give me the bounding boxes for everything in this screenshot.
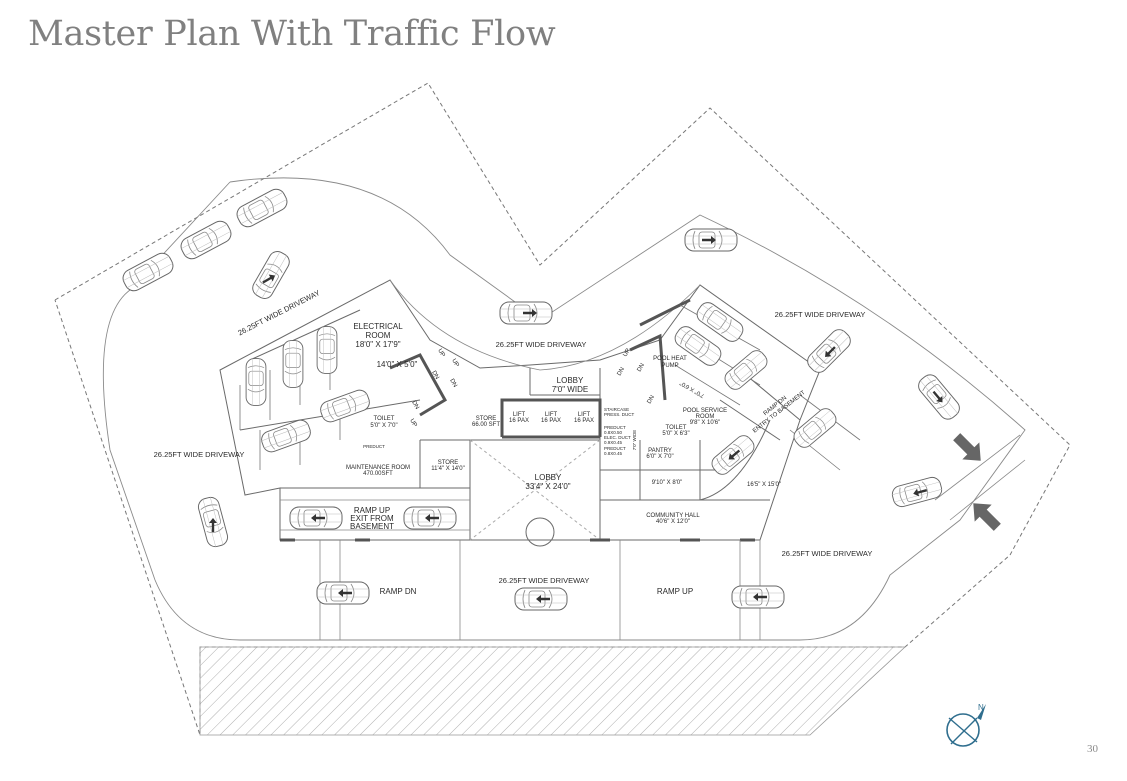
driveway-label: 26.25FT WIDE DRIVEWAY bbox=[154, 450, 245, 459]
pool-heat-pump-label: PUMP bbox=[661, 363, 678, 369]
pool-heat-pump-label: POOL HEAT bbox=[653, 356, 687, 362]
stair-dn-label: DN bbox=[617, 366, 627, 377]
staircase-label: PRESS. DUCT bbox=[604, 412, 635, 417]
ramp-label: RAMP UP bbox=[657, 587, 693, 596]
moving-car bbox=[196, 494, 230, 550]
stair-dn-label: DN bbox=[637, 362, 647, 373]
lobby-label: LOBBY bbox=[557, 376, 584, 385]
electrical-room-label: 18'0" X 17'9" bbox=[355, 340, 400, 349]
lift-label: 16 PAX bbox=[541, 418, 561, 424]
preduct-label: 0.9X0.45 bbox=[604, 440, 623, 445]
stair-dn-label: DN bbox=[448, 378, 458, 389]
preduct-label: ELEC. DUCT bbox=[604, 435, 631, 440]
staircase-label: STAIRCASE bbox=[604, 407, 629, 412]
lobby-label: 33'4" X 24'0" bbox=[525, 482, 570, 491]
store-label: STORE bbox=[438, 460, 459, 466]
moving-car bbox=[316, 581, 370, 605]
lift-label: LIFT bbox=[545, 412, 558, 418]
moving-car bbox=[499, 301, 553, 325]
driveway-outline bbox=[102, 177, 1026, 641]
ramp-label: ENTRY TO BASEMENT bbox=[752, 390, 807, 435]
moving-car bbox=[249, 247, 293, 303]
stair-up-label: UP bbox=[450, 358, 459, 368]
moving-car bbox=[403, 506, 457, 530]
moving-car bbox=[914, 370, 964, 424]
moving-car bbox=[889, 475, 945, 509]
pool-service-room-label: 9'8" X 10'6" bbox=[690, 420, 721, 426]
hatched-setback bbox=[199, 646, 907, 736]
moving-car bbox=[514, 587, 568, 611]
width-note: 7'0" WIDE bbox=[632, 430, 637, 450]
lobby-label: LOBBY bbox=[535, 473, 562, 482]
toilet-label: TOILET bbox=[666, 425, 687, 431]
building-outline bbox=[219, 279, 821, 547]
room-dimension: 9'10" X 8'0" bbox=[652, 480, 683, 486]
toilet-label: TOILET bbox=[374, 416, 395, 422]
lift-label: 16 PAX bbox=[574, 418, 594, 424]
moving-car bbox=[803, 325, 855, 377]
preduct-label: PREDUCT bbox=[604, 425, 626, 430]
room-dimension: 16'5" X 15'0" bbox=[747, 482, 781, 488]
preduct-label: PREDUCT bbox=[604, 446, 626, 451]
ramp-label: BASEMENT bbox=[350, 522, 394, 531]
driveway-label: 26.25FT WIDE DRIVEWAY bbox=[775, 310, 866, 319]
lift-label: 16 PAX bbox=[509, 418, 529, 424]
ramp-label: EXIT FROM bbox=[350, 514, 394, 523]
site-boundary bbox=[54, 82, 1071, 736]
driveway-label: 26.25FT WIDE DRIVEWAY bbox=[496, 340, 587, 349]
stair-up-label: UP bbox=[408, 418, 417, 428]
stair-dn-label: DN bbox=[647, 394, 657, 405]
ramp-label: RAMP UP bbox=[354, 506, 390, 515]
exit-arrow-icon bbox=[973, 503, 1001, 531]
maintenance-room-label: MAINTENANCE ROOM bbox=[346, 465, 410, 471]
lift-label: LIFT bbox=[513, 412, 526, 418]
community-hall-label: COMMUNITY HALL bbox=[646, 513, 700, 519]
driveway-label: 26.25FT WIDE DRIVEWAY bbox=[782, 549, 873, 558]
pool-service-room-label: POOL SERVICE bbox=[683, 408, 727, 414]
page-number: 30 bbox=[1087, 743, 1098, 755]
moving-car bbox=[708, 431, 758, 479]
lift-label: LIFT bbox=[578, 412, 591, 418]
preduct-label: 0.8X0.50 bbox=[604, 430, 623, 435]
parked-cars bbox=[119, 185, 840, 455]
pool-service-room-label: ROOM bbox=[696, 414, 715, 420]
stair-up-label: UP bbox=[623, 348, 632, 358]
stair-dn-label: DN bbox=[410, 400, 420, 411]
pool-dimension: 7'0" X 6'0" bbox=[679, 379, 706, 398]
preduct-label: PREDUCT bbox=[363, 444, 385, 449]
electrical-room-label: ROOM bbox=[366, 331, 391, 340]
compass-north-label: N bbox=[978, 703, 984, 712]
store-label: 66.00 SFT bbox=[472, 422, 500, 428]
store-label: STORE bbox=[476, 416, 497, 422]
toilet-label: 5'0" X 7'0" bbox=[370, 423, 397, 429]
preduct-label: 0.8X0.45 bbox=[604, 451, 623, 456]
shaft-dimension: 14'0" X 5'0" bbox=[377, 360, 418, 369]
stair-dn-label: DN bbox=[430, 370, 440, 381]
stair-up-label: UP bbox=[436, 348, 445, 358]
driveway-label: 26.25FT WIDE DRIVEWAY bbox=[499, 576, 590, 585]
moving-car bbox=[289, 506, 343, 530]
entry-arrow-icon bbox=[953, 433, 981, 461]
pantry-label: PANTRY bbox=[648, 448, 672, 454]
moving-car bbox=[731, 585, 785, 609]
page-title: Master Plan With Traffic Flow bbox=[28, 14, 556, 54]
store-label: 11'4" X 14'0" bbox=[431, 466, 464, 472]
wall-segments bbox=[280, 298, 755, 542]
community-hall-label: 40'6" X 12'0" bbox=[656, 519, 690, 525]
driveway-label: 26.25FT WIDE DRIVEWAY bbox=[236, 288, 321, 337]
maintenance-room-label: 470.00SFT bbox=[363, 471, 393, 477]
ramp-label: RAMP DN bbox=[380, 587, 417, 596]
moving-car bbox=[684, 228, 738, 252]
toilet-label: 5'0" X 6'3" bbox=[662, 431, 689, 437]
north-compass-icon: N bbox=[946, 703, 986, 747]
pantry-label: 6'0" X 7'0" bbox=[646, 454, 673, 460]
lobby-label: 7'0" WIDE bbox=[552, 385, 588, 394]
electrical-room-label: ELECTRICAL bbox=[353, 322, 403, 331]
